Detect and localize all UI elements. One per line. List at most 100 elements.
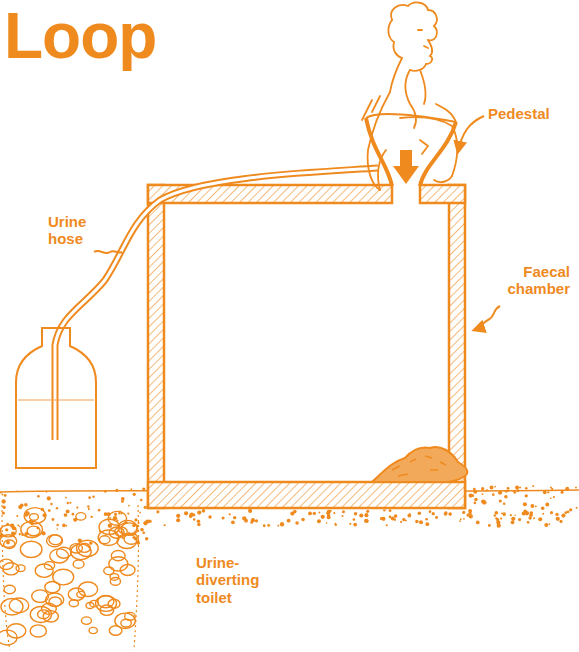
ground-speck: [104, 512, 108, 516]
gravel-stone: [46, 593, 64, 607]
ground-speck: [197, 510, 201, 514]
ground: [0, 485, 579, 650]
gravel-stone: [89, 627, 97, 633]
ground-speck: [514, 514, 516, 516]
ground-speck: [542, 513, 544, 515]
gravel-stone: [120, 565, 135, 576]
ground-speck: [133, 493, 136, 496]
ground-speck: [342, 515, 344, 517]
ground-speck: [550, 487, 552, 489]
ground-speck: [469, 514, 473, 518]
ground-speck: [495, 511, 499, 515]
ground-speck: [145, 537, 148, 540]
gravel-stone: [16, 565, 25, 572]
ground-speck: [229, 513, 231, 515]
ground-speck: [176, 518, 180, 522]
ground-speck: [365, 519, 368, 522]
ground-speck: [1, 499, 5, 503]
ground-speck: [121, 497, 125, 501]
ground-speck: [366, 510, 369, 513]
ground-speck: [463, 518, 465, 520]
ground-speck: [425, 518, 428, 521]
ground-speck: [359, 513, 363, 517]
gravel-stone: [4, 540, 15, 549]
ground-speck: [407, 514, 411, 518]
ground-speck: [208, 515, 211, 518]
ground-speck: [65, 525, 67, 527]
ground-speck: [544, 523, 548, 527]
ground-speck: [193, 518, 196, 521]
gravel-stone: [109, 557, 128, 571]
gravel-stone: [73, 560, 84, 568]
ground-speck: [559, 520, 562, 523]
gravel-stone: [108, 511, 126, 525]
ground-speck: [308, 511, 312, 515]
ground-speck: [547, 491, 549, 493]
ground-speck: [295, 521, 299, 525]
ground-speck: [326, 522, 328, 524]
ground-speck: [555, 513, 558, 516]
ground-speck: [164, 524, 166, 526]
ground-speck: [148, 520, 151, 523]
ground-speck: [429, 510, 432, 513]
gravel-stone: [125, 612, 136, 620]
ground-speck: [525, 487, 528, 490]
ground-speck: [327, 510, 331, 514]
flow-arrow: [393, 150, 419, 184]
gravel-stone: [0, 630, 17, 645]
gravel-stone: [108, 599, 120, 608]
ground-speck: [277, 525, 279, 527]
ground-speck: [504, 495, 508, 499]
soakaway-edge: [2, 505, 139, 650]
ground-speck: [394, 514, 398, 518]
ground-speck: [545, 503, 549, 507]
ground-speck: [128, 505, 130, 507]
ground-speck: [488, 524, 491, 527]
ground-speck: [56, 507, 58, 509]
ground-speck: [231, 520, 235, 524]
ground-speck: [317, 519, 321, 523]
leader-line: [458, 116, 484, 152]
ground-speck: [460, 518, 462, 520]
ground-speck: [17, 524, 19, 526]
ground-speck: [400, 521, 402, 523]
ground-speck: [507, 487, 509, 489]
ground-speck: [50, 503, 52, 505]
ground-speck: [459, 520, 461, 522]
ground-speck: [496, 518, 499, 521]
ground-speck: [140, 499, 143, 502]
ground-speck: [142, 531, 145, 534]
ground-speck: [353, 523, 357, 527]
ground-speck: [140, 528, 144, 532]
ground-speck: [499, 499, 502, 502]
ground-speck: [5, 528, 8, 531]
ground-speck: [364, 519, 368, 523]
ground-speck: [533, 517, 535, 519]
urine-container: [16, 328, 96, 468]
ground-speck: [263, 524, 266, 527]
ground-speck: [184, 511, 188, 515]
ground-speck: [561, 491, 564, 494]
ground-speck: [118, 512, 120, 514]
ground-speck: [37, 495, 40, 498]
ground-speck: [383, 509, 385, 511]
ground-speck: [511, 520, 515, 524]
ground-speck: [76, 506, 78, 508]
ground-speck: [248, 509, 252, 513]
ground-speck: [432, 512, 435, 515]
ground-speck: [115, 513, 117, 515]
ground-speck: [141, 528, 143, 530]
ground-speck: [564, 511, 567, 514]
ground-speck: [418, 512, 422, 516]
ground-speck: [518, 518, 521, 521]
ground-speck: [444, 512, 448, 516]
gravel-stone: [99, 519, 119, 534]
ground-speck: [139, 512, 141, 514]
ground-speck: [541, 506, 545, 510]
ground-speck: [525, 494, 528, 497]
gravel-stone: [38, 610, 50, 619]
ground-speck: [127, 512, 129, 514]
ground-speck: [576, 507, 578, 509]
ground-speck: [490, 486, 494, 490]
